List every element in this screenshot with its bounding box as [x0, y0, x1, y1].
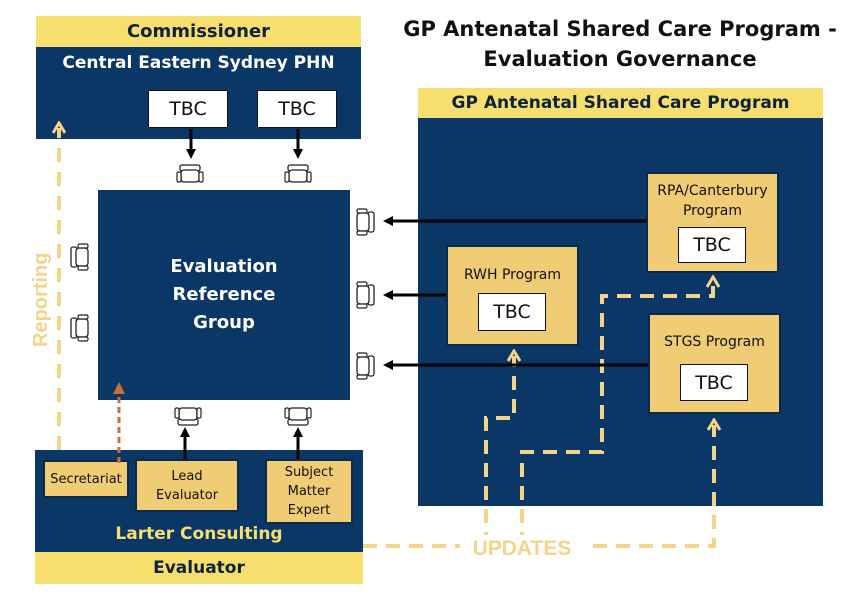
erg-line-2: Reference — [172, 284, 276, 305]
commissioner-box: Central Eastern Sydney PHN TBC TBC — [36, 47, 361, 139]
evaluator-banner: Evaluator — [35, 552, 363, 584]
evaluation-reference-group-box: Evaluation Reference Group — [98, 190, 350, 400]
diagram-title-line1: GP Antenatal Shared Care Program - — [403, 17, 837, 41]
program-panel-banner: GP Antenatal Shared Care Program — [418, 88, 823, 118]
chair-icon — [284, 407, 312, 426]
lead-evaluator-label: Lead Evaluator — [156, 467, 218, 505]
lead-evaluator-box: Lead Evaluator — [135, 459, 239, 512]
sme-line-1: Subject — [284, 465, 334, 480]
diagram-title: GP Antenatal Shared Care Program - Evalu… — [400, 14, 840, 74]
chair-icon — [176, 164, 204, 183]
diagram-title-line2: Evaluation Governance — [483, 47, 757, 71]
updates-label: UPDATES — [473, 537, 572, 560]
chair-icon — [356, 281, 375, 309]
subject-matter-expert-label: Subject Matter Expert — [285, 463, 334, 520]
commissioner-org-label: Central Eastern Sydney PHN — [62, 53, 335, 73]
updates-label-backdrop — [460, 535, 584, 559]
stgs-program-label: STGS Program — [664, 334, 765, 350]
subject-matter-expert-box: Subject Matter Expert — [265, 459, 353, 524]
rwh-program-label: RWH Program — [463, 267, 562, 283]
lead-evaluator-line-2: Evaluator — [155, 487, 219, 503]
reporting-label: Reporting — [30, 253, 52, 347]
rwh-program-box: RWH Program TBC — [446, 245, 579, 346]
chair-icon — [356, 352, 375, 380]
erg-line-3: Group — [193, 312, 255, 333]
stgs-program-box: STGS Program TBC — [648, 313, 781, 414]
erg-line-1: Evaluation — [170, 256, 278, 277]
program-panel-title: GP Antenatal Shared Care Program — [451, 93, 790, 113]
rpa-label-line-1: RPA/Canterbury — [657, 183, 768, 199]
evaluator-org-label: Larter Consulting — [115, 524, 283, 544]
sme-line-3: Expert — [287, 503, 331, 518]
commissioner-label: Commissioner — [126, 21, 271, 42]
secretariat-box: Secretariat — [43, 460, 129, 498]
secretariat-label: Secretariat — [50, 471, 122, 487]
commissioner-member-2: TBC — [257, 90, 337, 128]
chair-icon — [284, 164, 312, 183]
rpa-canterbury-program-box: RPA/Canterbury Program TBC — [646, 172, 779, 273]
chair-icon — [174, 407, 202, 426]
commissioner-member-1: TBC — [148, 90, 228, 128]
lead-evaluator-line-1: Lead — [171, 468, 203, 484]
rwh-program-member: TBC — [478, 293, 546, 331]
chair-icon — [70, 243, 89, 271]
evaluator-box: Secretariat Lead Evaluator Subject Matte… — [35, 450, 363, 552]
chair-icon — [356, 208, 375, 236]
commissioner-banner: Commissioner — [36, 16, 361, 47]
evaluation-reference-group-label: Evaluation Reference Group — [170, 253, 277, 337]
updates-flow-lines — [363, 282, 714, 548]
stgs-program-member: TBC — [680, 364, 748, 401]
sme-line-2: Matter — [287, 484, 331, 499]
chair-icon — [70, 314, 89, 342]
rpa-canterbury-program-label: RPA/Canterbury Program — [648, 181, 777, 221]
rpa-label-line-2: Program — [682, 203, 743, 219]
evaluator-label: Evaluator — [153, 558, 245, 578]
rpa-canterbury-member: TBC — [678, 227, 746, 263]
